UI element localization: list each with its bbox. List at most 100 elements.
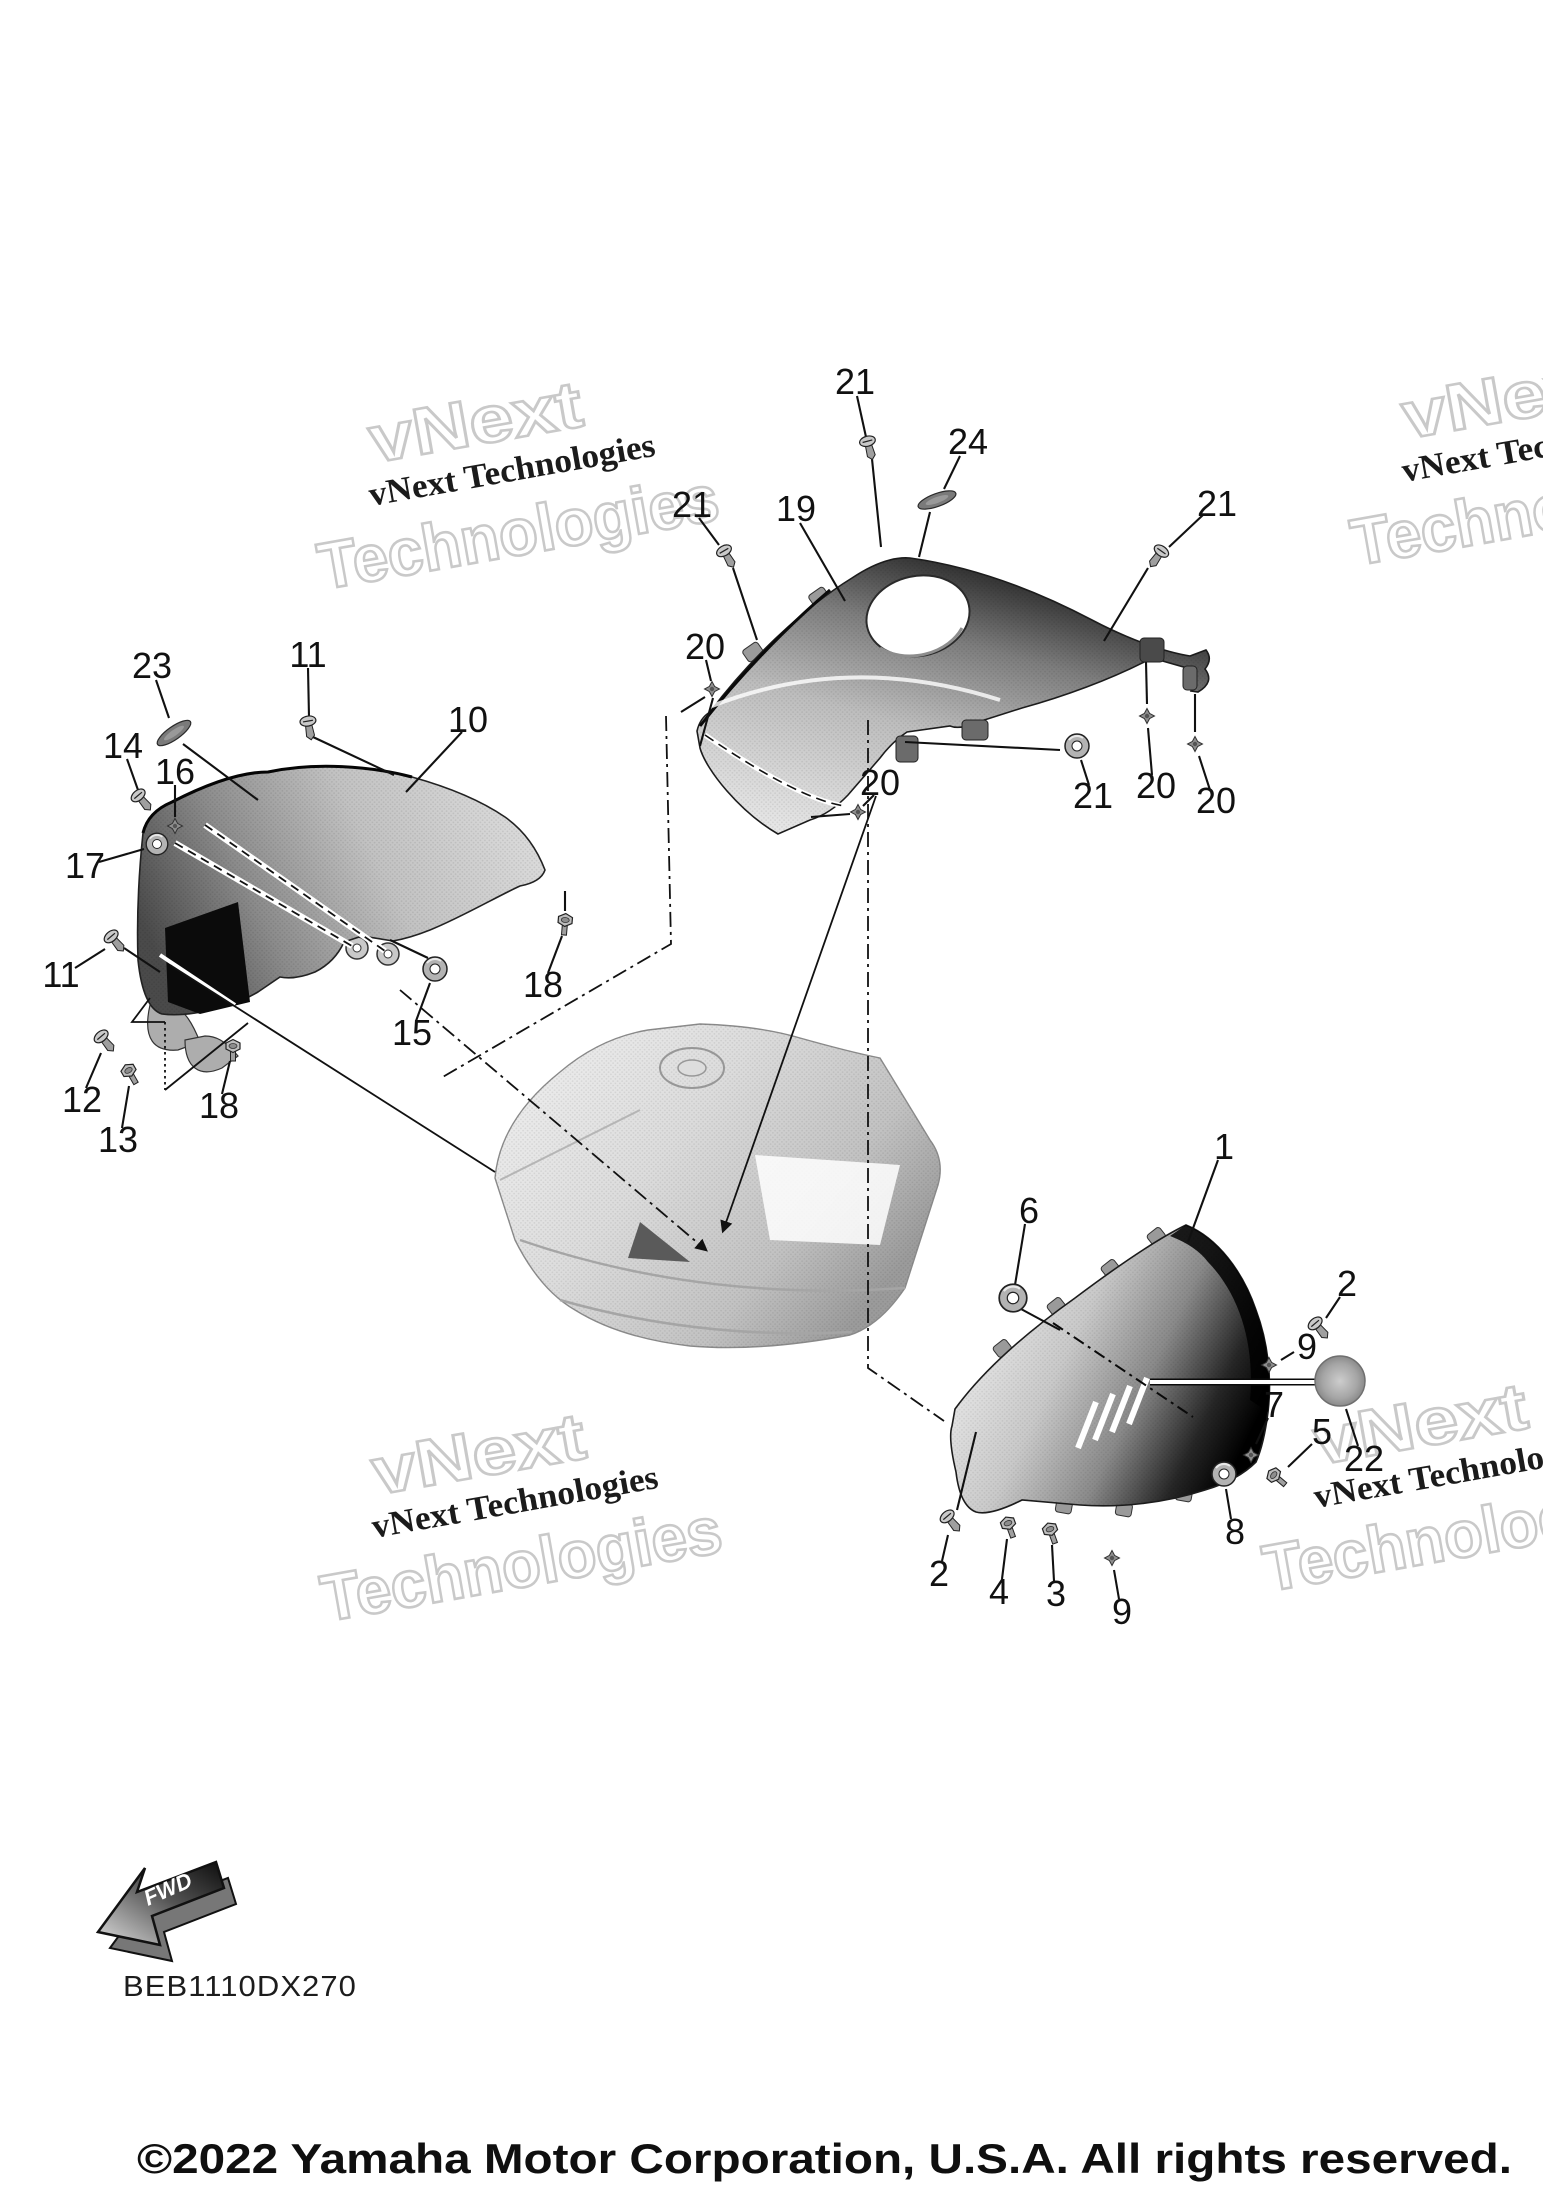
leader-line-21 bbox=[1079, 759, 1091, 786]
leader-line-2 bbox=[1325, 1296, 1341, 1319]
leader-line-21 bbox=[904, 740, 1061, 752]
leader-line-9 bbox=[1280, 1351, 1295, 1361]
callout-18: 18 bbox=[199, 1085, 239, 1126]
grommet-fastener-icon bbox=[145, 832, 169, 856]
leader-line-20 bbox=[1198, 755, 1211, 791]
copyright-line: ©2022 Yamaha Motor Corporation, U.S.A. A… bbox=[137, 2135, 1512, 2182]
leader-lines-layer bbox=[74, 395, 1359, 1600]
callout-9: 9 bbox=[1297, 1326, 1317, 1367]
tank-top-cover-illustration bbox=[696, 557, 1211, 835]
callout-21: 21 bbox=[1197, 483, 1237, 524]
leader-line-4 bbox=[1000, 1538, 1009, 1580]
watermark-top-right: vNext Technologies vNext Technologies bbox=[1344, 341, 1543, 581]
callout-9: 9 bbox=[1112, 1591, 1132, 1632]
clip-fastener-icon bbox=[1104, 1550, 1120, 1566]
leader-line-21 bbox=[870, 458, 883, 548]
watermark-top-left: vNext Technologies vNext Technologies bbox=[311, 365, 725, 605]
right-side-cover-illustration bbox=[949, 1224, 1318, 1518]
leader-line-11 bbox=[123, 947, 161, 973]
leader-line-3 bbox=[1050, 1544, 1056, 1582]
clip-fastener-icon bbox=[850, 804, 866, 820]
bolt-fastener-icon bbox=[118, 1060, 143, 1088]
leader-line-21 bbox=[855, 395, 868, 438]
leader-line-12 bbox=[85, 1052, 102, 1089]
callout-1: 1 bbox=[1214, 1126, 1234, 1167]
leader-line-22 bbox=[1345, 1408, 1359, 1447]
callout-14: 14 bbox=[103, 725, 143, 766]
screw-fastener-icon bbox=[857, 433, 881, 463]
left-side-cover-illustration bbox=[136, 764, 546, 1073]
leader-line-24 bbox=[917, 511, 932, 558]
bolt-fastener-icon bbox=[556, 912, 574, 937]
callout-4: 4 bbox=[989, 1571, 1009, 1612]
leader-line-20 bbox=[862, 794, 875, 807]
callout-20: 20 bbox=[685, 626, 725, 667]
callout-20: 20 bbox=[1196, 780, 1236, 821]
leader-line-20 bbox=[1146, 727, 1154, 776]
leader-line-20 bbox=[704, 659, 713, 682]
leader-line-18 bbox=[220, 1060, 232, 1095]
grommet-fastener-icon bbox=[998, 1283, 1028, 1313]
leader-line-20 bbox=[810, 812, 851, 819]
leader-line-21 bbox=[698, 517, 720, 546]
callout-20: 20 bbox=[860, 762, 900, 803]
leader-line-20 bbox=[698, 697, 715, 747]
leader-line-6 bbox=[1020, 1308, 1061, 1331]
leader-line-7 bbox=[1255, 1417, 1269, 1445]
plate-fastener-icon bbox=[915, 486, 959, 514]
callout-16: 16 bbox=[155, 751, 195, 792]
callout-21: 21 bbox=[672, 484, 712, 525]
callout-24: 24 bbox=[948, 421, 988, 462]
callout-23: 23 bbox=[132, 645, 172, 686]
leader-line-20 bbox=[680, 696, 706, 713]
leader-line-23 bbox=[182, 743, 259, 801]
leader-line-15 bbox=[415, 982, 431, 1022]
leader-line-11 bbox=[74, 948, 106, 969]
bolt-fastener-icon bbox=[998, 1514, 1021, 1541]
callout-17: 17 bbox=[65, 845, 105, 886]
leader-line-8 bbox=[1224, 1488, 1233, 1520]
callout-15: 15 bbox=[392, 1012, 432, 1053]
callout-13: 13 bbox=[98, 1119, 138, 1160]
leader-line-2 bbox=[940, 1534, 950, 1562]
leader-line-9 bbox=[1112, 1569, 1121, 1600]
callout-22: 22 bbox=[1344, 1438, 1384, 1479]
screw-fastener-icon bbox=[298, 714, 320, 742]
tank-filler-ring bbox=[659, 1047, 725, 1089]
grommet-fastener-icon bbox=[1211, 1461, 1237, 1487]
leader-line-1 bbox=[1187, 1159, 1219, 1243]
callout-10: 10 bbox=[448, 699, 488, 740]
leader-line-15 bbox=[389, 939, 429, 959]
leader-line-11 bbox=[312, 736, 395, 776]
callout-20: 20 bbox=[1136, 765, 1176, 806]
leader-line-21 bbox=[1168, 513, 1205, 548]
leader-line-5 bbox=[1287, 1443, 1313, 1468]
leader-line-13 bbox=[120, 1085, 131, 1129]
callout-11: 11 bbox=[289, 634, 326, 675]
screw-fastener-icon bbox=[713, 541, 742, 572]
leader-line-24 bbox=[943, 455, 961, 490]
callout-8: 8 bbox=[1225, 1511, 1245, 1552]
leader-line-11 bbox=[306, 667, 311, 718]
callout-21: 21 bbox=[835, 361, 875, 402]
callout-3: 3 bbox=[1046, 1573, 1066, 1614]
grommet-fastener-icon bbox=[422, 956, 448, 982]
leader-line-21 bbox=[1103, 567, 1149, 642]
alignment-lines bbox=[130, 715, 945, 1422]
callout-18: 18 bbox=[523, 964, 563, 1005]
callout-6: 6 bbox=[1019, 1190, 1039, 1231]
clip-fastener-icon bbox=[1139, 708, 1155, 724]
leader-line-6 bbox=[1013, 1223, 1027, 1286]
callout-2: 2 bbox=[929, 1553, 949, 1594]
callout-5: 5 bbox=[1312, 1411, 1332, 1452]
callout-7: 7 bbox=[1264, 1384, 1284, 1425]
leader-line-20 bbox=[1144, 661, 1149, 705]
leader-line-21 bbox=[732, 567, 758, 641]
watermark-bottom-left: vNext Technologies vNext Technologies bbox=[314, 1397, 728, 1637]
screw-fastener-icon bbox=[937, 1506, 967, 1537]
fwd-direction-arrow: FWD bbox=[95, 1860, 238, 1963]
diagram-code: BEB1110DX270 bbox=[123, 1971, 357, 2003]
